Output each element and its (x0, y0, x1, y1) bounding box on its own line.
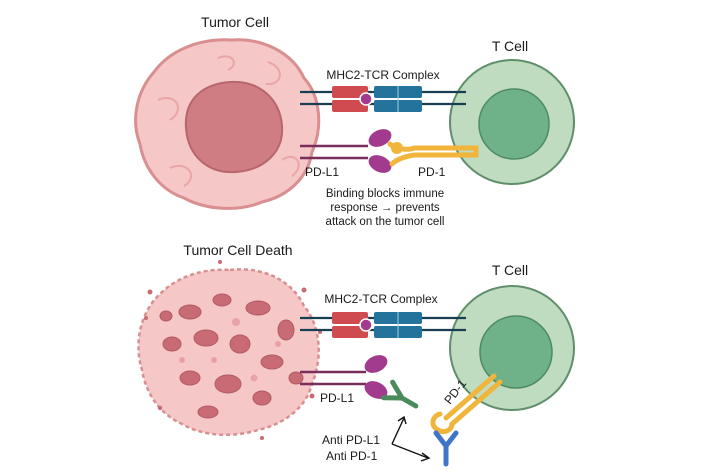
antibody-pointer-arrows (391, 415, 431, 462)
fragment-highlight (275, 341, 281, 347)
debris-fragment (309, 393, 315, 399)
tumor-cell-death-label: Tumor Cell Death (183, 242, 292, 258)
tumor-cell-label: Tumor Cell (201, 14, 269, 30)
pd1-stem (443, 373, 497, 421)
t-cell-label: T Cell (492, 38, 528, 54)
debris-fragment (301, 287, 307, 293)
pdl1-domain (368, 129, 392, 147)
nucleus-fragment (288, 371, 304, 385)
pdl1-domain (364, 381, 388, 399)
t-cell-nucleus (479, 315, 553, 389)
debris-fragment (157, 405, 163, 411)
fragment-highlight (250, 374, 258, 382)
nucleus-fragment (252, 390, 272, 406)
nucleus-fragment (159, 310, 173, 322)
pd1-receptor-free (430, 373, 503, 435)
mhc-tcr-complex (300, 86, 466, 112)
fragment-highlight (211, 357, 217, 363)
anti-pdl1-label: Anti PD-L1 (322, 433, 380, 447)
pd1-head (430, 411, 455, 435)
arrow-to-anti-pdl1 (391, 417, 405, 445)
anti-pd1-antibody (433, 430, 459, 467)
bottom-panel: Tumor Cell Death T Cell MHC2-TCR Complex… (137, 242, 575, 467)
pd1-head (391, 142, 403, 154)
anti-pd1-label: Anti PD-1 (326, 449, 378, 463)
pd1-stem (449, 379, 503, 427)
debris-fragment (144, 316, 148, 320)
pdl1-label: PD-L1 (305, 165, 339, 179)
debris-fragment (147, 289, 153, 295)
mhc-tcr-complex (300, 312, 466, 338)
antibody-arm (381, 395, 405, 401)
mhc-block (332, 326, 368, 338)
nucleus-fragment (214, 374, 242, 394)
tumor-cell-texture (157, 55, 300, 187)
peptide-antigen (359, 92, 373, 106)
binding-note-line: Binding blocks immune (326, 188, 444, 200)
nucleus-fragment (179, 370, 201, 386)
antibody-arm (390, 379, 405, 401)
mhc-block (332, 86, 368, 98)
peptide-antigen (359, 318, 373, 332)
dying-tumor-cell-body (137, 268, 320, 436)
nucleus-fragment (193, 329, 219, 347)
antibody-arm (433, 430, 449, 449)
t-cell-nucleus (478, 88, 550, 160)
t-cell-label: T Cell (492, 262, 528, 278)
binding-note-line: response → prevents (330, 202, 440, 214)
nucleus-fragment (277, 319, 295, 341)
fragment-highlight (232, 318, 240, 326)
pd1-label: PD-1 (418, 165, 446, 179)
nucleus-fragment (229, 334, 251, 354)
nucleus-fragment (245, 300, 271, 316)
arrow-to-anti-pdl1-head (397, 415, 407, 425)
nucleus-fragment (178, 304, 202, 320)
pdl1-label: PD-L1 (320, 391, 354, 405)
binding-note: Binding blocks immune response → prevent… (326, 188, 445, 228)
binding-note-line: attack on the tumor cell (326, 216, 445, 228)
nucleus-fragments (159, 293, 304, 419)
antibody-arm (443, 430, 459, 449)
fragment-highlights (179, 318, 281, 382)
pdl1-domain (364, 355, 388, 373)
debris-fragment (218, 260, 222, 264)
nucleus-fragment (197, 405, 219, 419)
fragment-highlight (179, 357, 185, 363)
arrow-to-anti-pd1-head (420, 452, 431, 462)
anti-pdl1-antibody (381, 379, 419, 409)
top-panel: Tumor Cell T Cell MHC2-TCR Complex (134, 14, 575, 228)
tumor-nucleus (184, 80, 284, 174)
pdl1-domain (368, 155, 392, 173)
t-cell (449, 285, 575, 411)
dying-tumor-cell (137, 260, 322, 440)
mhc-block (332, 312, 368, 324)
nucleus-fragment (212, 293, 232, 307)
nucleus-fragment (260, 354, 284, 370)
mhc-tcr-complex-label: MHC2-TCR Complex (324, 292, 437, 306)
antibody-stem (399, 395, 419, 409)
mhc-block (332, 100, 368, 112)
pdl1-unbound (300, 355, 388, 399)
nucleus-fragment (162, 336, 182, 352)
arrow-to-anti-pd1 (391, 443, 429, 459)
t-cell (449, 59, 575, 185)
tumor-cell (134, 38, 321, 210)
debris-fragment (260, 436, 264, 440)
pdl1-pd1-binding (300, 129, 479, 173)
mhc-tcr-complex-label: MHC2-TCR Complex (326, 68, 439, 82)
